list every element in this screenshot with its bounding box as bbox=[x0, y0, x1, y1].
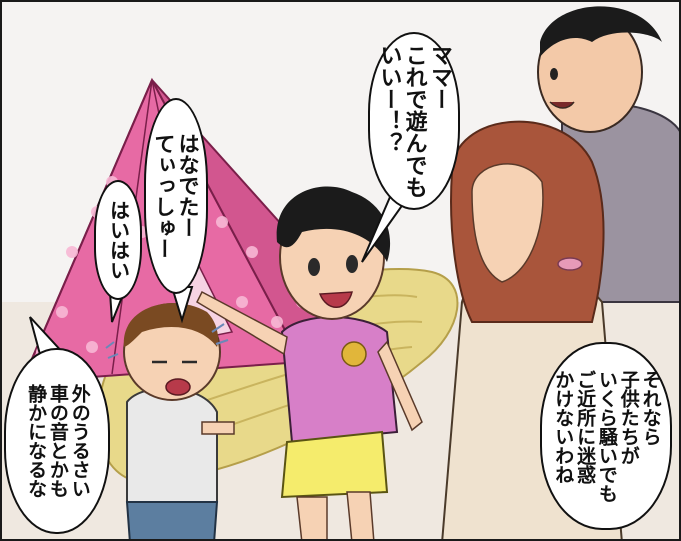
boy-figure bbox=[123, 303, 235, 539]
speech-bubble-haihai: はいはい bbox=[94, 180, 142, 300]
speech-bubble-sorenara: それなら 子供たちが いくら騒いでも ご近所に迷惑 かけないわね bbox=[540, 342, 672, 530]
speech-text-mama: ママー これで遊んでも いいー！？ bbox=[376, 44, 452, 198]
girl-figure bbox=[196, 186, 423, 539]
speech-text-hanadetai: はなでたー てぃっしゅー bbox=[152, 133, 201, 259]
speech-bubble-mama: ママー これで遊んでも いいー！？ bbox=[368, 32, 460, 210]
speech-bubble-hanadetai: はなでたー てぃっしゅー bbox=[144, 98, 208, 294]
speech-text-haihai: はいはい bbox=[106, 200, 131, 280]
speech-bubble-soto: 外のうるさい 車の音とかも 静かになるな bbox=[4, 348, 110, 534]
motion-lines bbox=[105, 323, 229, 359]
speech-text-soto: 外のうるさい 車の音とかも 静かになるな bbox=[25, 384, 91, 498]
speech-text-sorenara: それなら 子供たちが いくら騒いでも ご近所に迷惑 かけないわね bbox=[552, 369, 662, 503]
